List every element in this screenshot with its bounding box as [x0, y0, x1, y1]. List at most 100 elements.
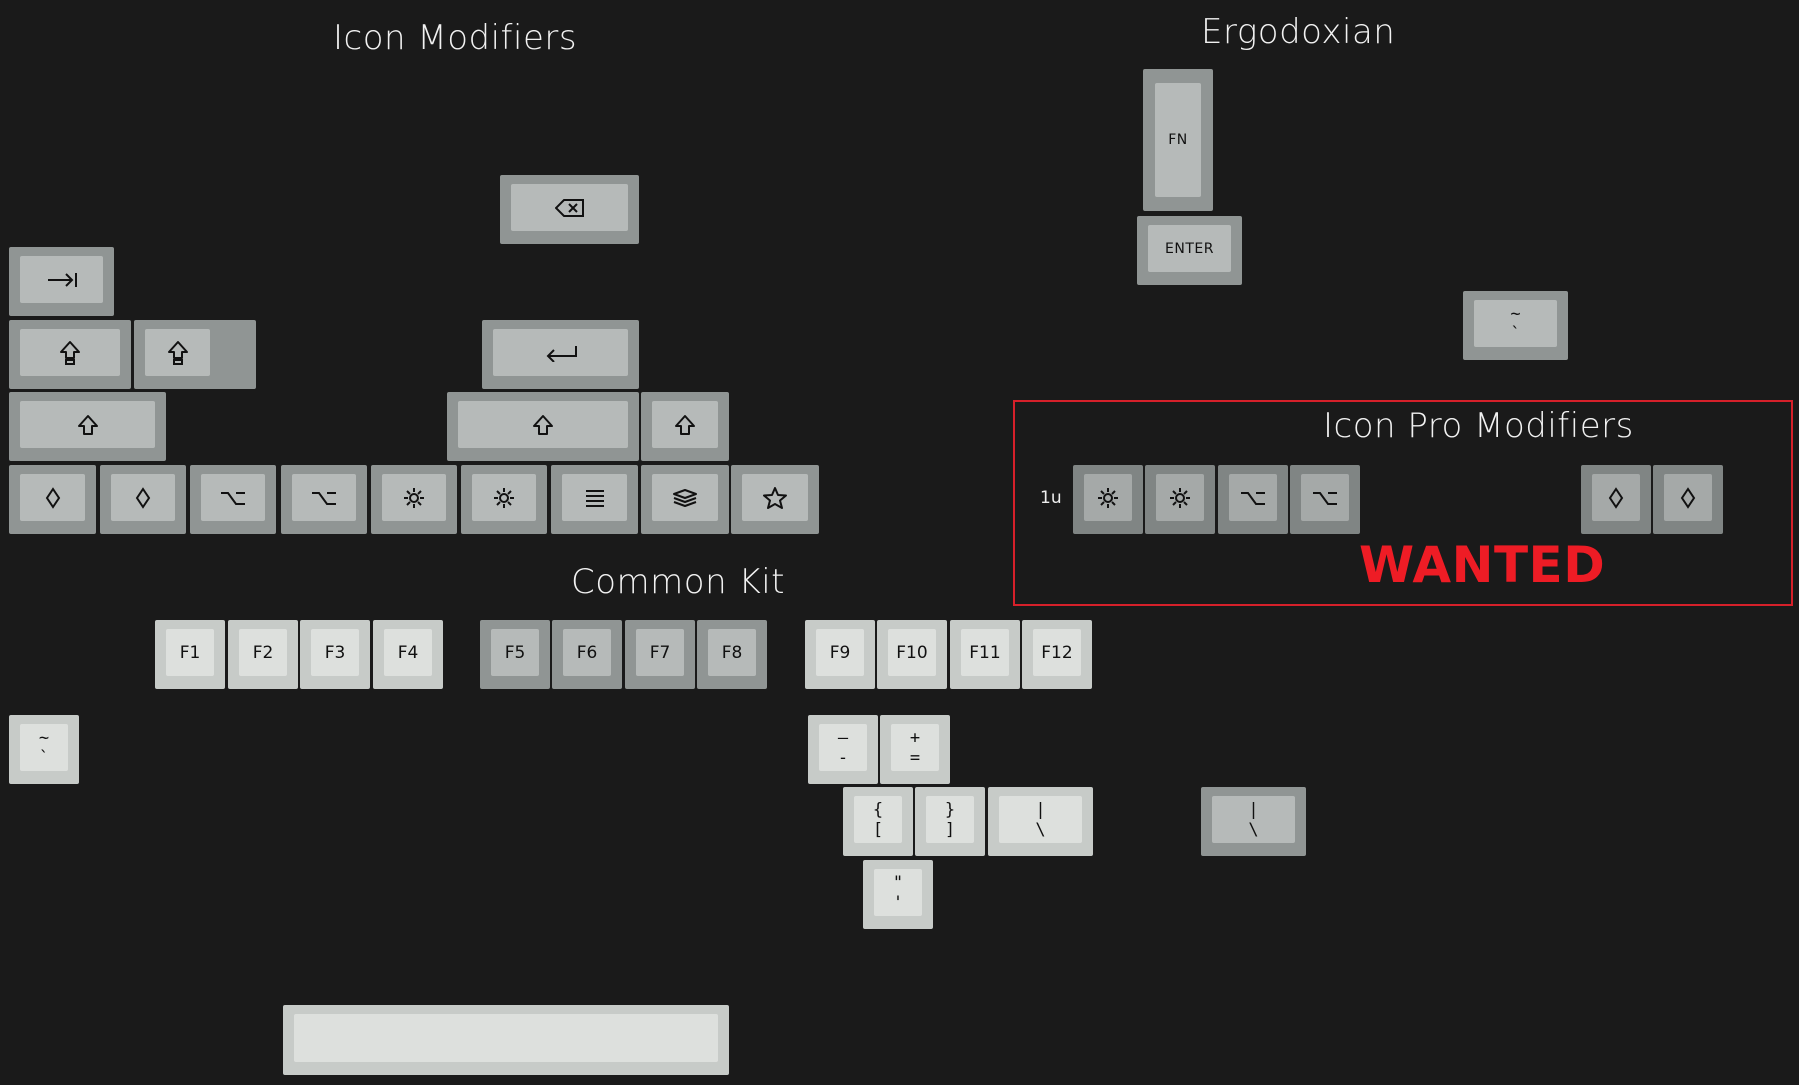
tilde-top: ~: [1510, 303, 1521, 324]
fn-key-label: FN: [1168, 132, 1188, 148]
f1-label: F1: [179, 642, 201, 663]
f11-key: F11: [950, 620, 1020, 689]
f11-label: F11: [969, 642, 1001, 663]
ergo-tilde-legend: ~ `: [1474, 300, 1557, 347]
left-bracket-legend: { [: [854, 796, 902, 843]
menu-key: [551, 465, 638, 534]
fn-key: FN: [1143, 69, 1213, 211]
backspace-icon: [511, 184, 628, 231]
f6-key: F6: [552, 620, 622, 689]
f4-label: F4: [397, 642, 419, 663]
icon-pro-modifiers-title: Icon Pro Modifiers: [1323, 406, 1634, 446]
enter-key: [482, 320, 639, 389]
lbracket-top: {: [872, 799, 884, 820]
spacebar-top: [294, 1014, 718, 1062]
mod-backslash-legend: | \: [1212, 796, 1295, 843]
tab-icon: [20, 256, 103, 303]
minus-legend: — -: [819, 724, 867, 771]
common-kit-title: Common Kit: [571, 562, 786, 602]
equals-legend: + =: [891, 724, 939, 771]
equals-bottom: =: [909, 747, 921, 768]
backslash-key: | \: [988, 787, 1093, 856]
caps-shift-icon: [145, 329, 210, 376]
gear-icon: [382, 474, 446, 521]
minus-key: — -: [808, 715, 878, 784]
backslash-bottom: \: [1035, 819, 1046, 840]
shift-icon: [458, 401, 628, 448]
caps-lock-stepped-key: [134, 320, 256, 389]
ergo-enter-key-legend: ENTER: [1148, 225, 1231, 272]
shift-icon: [652, 401, 718, 448]
pro-gear-key: [1073, 465, 1143, 534]
backspace-key: [500, 175, 639, 244]
tilde-legend: ~ `: [20, 724, 68, 771]
pro-diamond-key: [1581, 465, 1651, 534]
f10-label: F10: [896, 642, 928, 663]
f2-label: F2: [252, 642, 274, 663]
right-shift-key: [447, 392, 639, 461]
option-key: [281, 465, 367, 534]
f5-label: F5: [504, 642, 526, 663]
f10-key: F10: [877, 620, 947, 689]
enter-key-label: ENTER: [1165, 240, 1214, 257]
diamond-icon: [111, 474, 175, 521]
tab-key: [9, 247, 114, 316]
gear-key: [461, 465, 547, 534]
backslash-top: |: [1035, 799, 1046, 820]
f1-key: F1: [155, 620, 225, 689]
option-icon: [201, 474, 265, 521]
equals-key: + =: [880, 715, 950, 784]
option-icon: [1229, 474, 1277, 521]
layers-icon: [652, 474, 718, 521]
quote-top: ": [892, 872, 904, 893]
diamond-icon: [1664, 474, 1712, 521]
gear-icon: [1084, 474, 1132, 521]
diamond-key: [9, 465, 96, 534]
f9-label: F9: [829, 642, 851, 663]
right-bracket-legend: } ]: [926, 796, 974, 843]
quote-key: " ': [863, 860, 933, 929]
layers-key: [641, 465, 729, 534]
option-key: [190, 465, 276, 534]
tilde-bottom: `: [38, 747, 50, 768]
pro-gear-key: [1145, 465, 1215, 534]
ergo-tilde-key: ~ `: [1463, 291, 1568, 360]
option-icon: [292, 474, 356, 521]
pro-diamond-key: [1653, 465, 1723, 534]
spacebar-key: [283, 1005, 729, 1075]
left-bracket-key: { [: [843, 787, 913, 856]
f5-key: F5: [480, 620, 550, 689]
caps-shift-icon: [20, 329, 120, 376]
tilde-top: ~: [38, 727, 50, 748]
pro-option-key: [1290, 465, 1360, 534]
gear-icon: [472, 474, 536, 521]
shift-icon: [20, 401, 155, 448]
option-icon: [1301, 474, 1349, 521]
tilde-key: ~ `: [9, 715, 79, 784]
star-key: [731, 465, 819, 534]
backslash-top: |: [1248, 799, 1259, 820]
f3-key: F3: [300, 620, 370, 689]
f7-label: F7: [649, 642, 671, 663]
gear-icon: [1156, 474, 1204, 521]
wanted-label: WANTED: [1359, 536, 1606, 594]
f8-label: F8: [721, 642, 743, 663]
rbracket-bottom: ]: [944, 819, 956, 840]
icon-modifiers-title: Icon Modifiers: [333, 18, 578, 58]
wanted-highlight-box: [1013, 400, 1793, 606]
backslash-bottom: \: [1248, 819, 1259, 840]
f7-key: F7: [625, 620, 695, 689]
minus-top: —: [837, 727, 849, 748]
f8-key: F8: [697, 620, 767, 689]
ergo-enter-key: ENTER: [1137, 216, 1242, 285]
diamond-icon: [1592, 474, 1640, 521]
f4-key: F4: [373, 620, 443, 689]
right-shift-small-key: [641, 392, 729, 461]
right-bracket-key: } ]: [915, 787, 985, 856]
f9-key: F9: [805, 620, 875, 689]
left-shift-key: [9, 392, 166, 461]
return-icon: [493, 329, 628, 376]
diamond-key: [100, 465, 186, 534]
ergodoxian-title: Ergodoxian: [1201, 12, 1396, 52]
